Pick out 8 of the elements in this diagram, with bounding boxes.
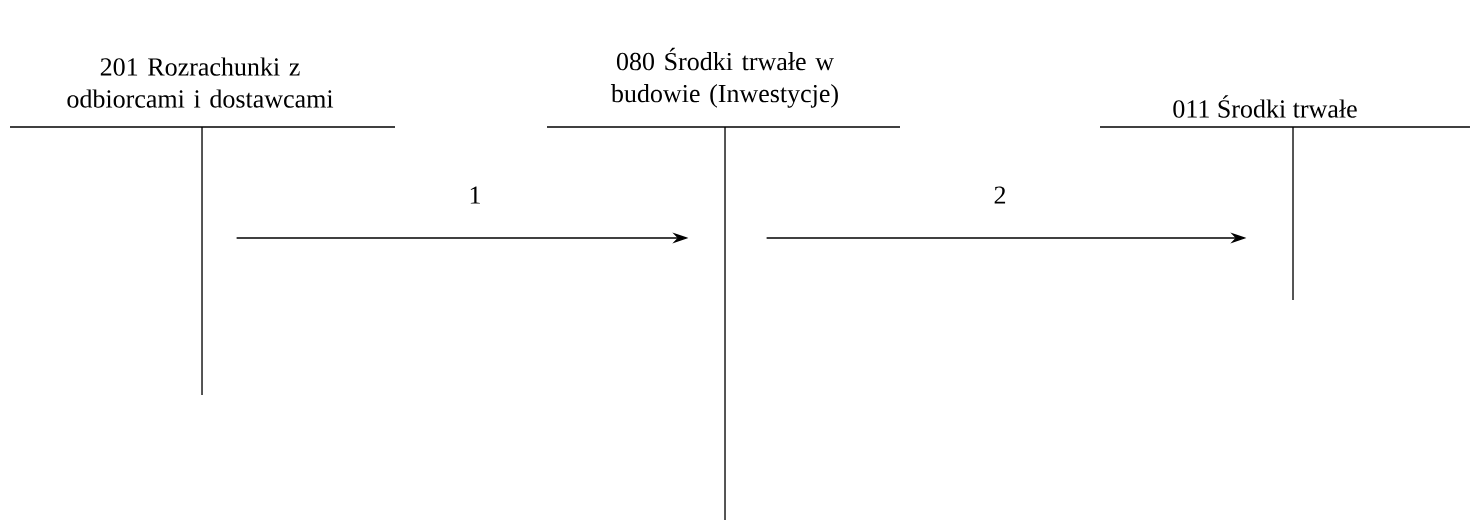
account-title: 011 Środki trwałe: [1173, 95, 1357, 118]
account-title: 201 Rozrachunki z odbiorcami i dostawcami: [67, 57, 334, 108]
account-title: 080 Środki trwałe w budowie (Inwestycje): [610, 47, 838, 108]
edge-label: 1: [470, 186, 480, 204]
t-account: [9, 57, 396, 396]
edge-label: 2: [994, 186, 1006, 204]
t-account: [546, 47, 901, 521]
t-account: [1099, 95, 1470, 301]
